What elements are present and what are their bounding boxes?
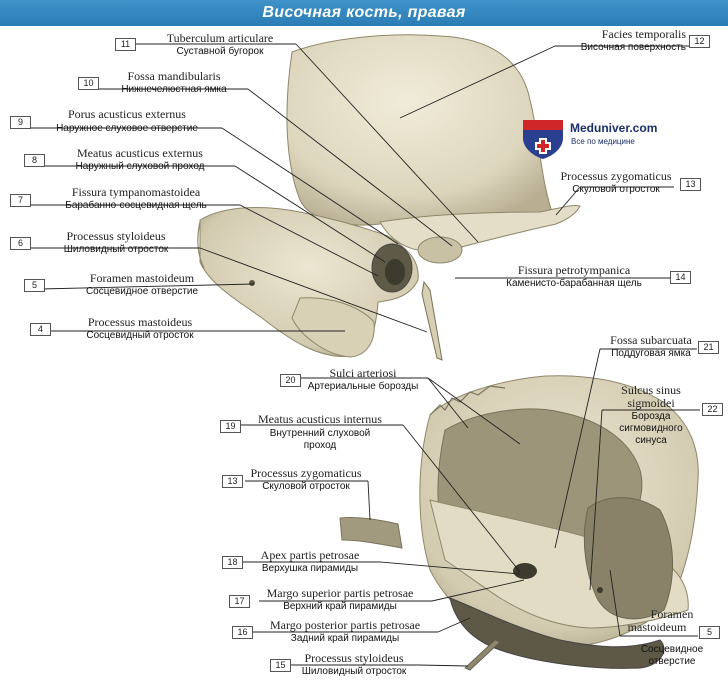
label-13-latin: Processus zygomaticus [560,169,672,183]
mastoid-process-tip [291,297,375,358]
label-4-russian: Сосцевидный отросток [86,330,194,341]
styloid-process-upper [421,280,443,361]
label-15-latin: Processus styloideus [304,651,404,665]
temporal-bone-lateral-view [197,34,581,361]
label-15-russian: Шиловидный отросток [301,666,407,677]
label-17-russian: Верхний край пирамиды [283,601,397,612]
label-13-russian: Скуловой отросток [572,184,660,195]
label-19-latin: Meatus acusticus internus [258,412,382,426]
label-12-latin: Facies temporalis [601,27,686,41]
label-5-latin: Foramen mastoideum [89,271,195,285]
label-5-number: 5 [24,279,45,292]
label-7-russian: Барабанно-сосцевидная щель [65,200,207,211]
label-8-russian: Наружный слуховой проход [75,161,205,172]
label-4-latin: Processus mastoideus [87,315,193,329]
label-11-russian: Суставной бугорок [176,46,264,57]
label-12-number: 12 [689,35,710,48]
sigmoid-sulcus [583,497,674,620]
page-title: Височная кость, правая [262,4,466,21]
label-21-russian: Поддуговая ямка [611,348,691,359]
label-5b-latin-line1: Foramen [650,607,694,621]
label-8-number: 8 [24,154,45,167]
label-19-russian-line2: проход [303,440,337,451]
label-5b-russian-line2: отверстие [648,656,696,667]
label-17-latin: Margo superior partis petrosae [266,586,414,600]
styloid-process-lower [464,639,501,671]
zygomatic-process-lower [339,517,403,549]
label-13-number: 13 [680,178,701,191]
internal-acoustic-meatus [513,563,537,579]
mastoid-foramen-lower [597,587,603,593]
label-15-number: 15 [270,659,291,672]
label-22-russian-line2: сигмовидного [619,423,683,434]
label-11-number: 11 [115,38,136,51]
label-18-russian: Верхушка пирамиды [261,563,359,574]
label-10-russian: Нижнечелюстная ямка [121,84,227,95]
label-14-number: 14 [670,271,691,284]
label-20-russian: Артериальные борозды [307,381,419,392]
label-22-latin-line2: sigmoidei [627,396,675,410]
label-13b-number: 13 [222,475,243,488]
title-bar [0,0,728,26]
label-6-latin: Processus styloideus [66,229,166,243]
label-7-latin: Fissura tympanomastoidea [71,185,201,199]
label-20-number: 20 [280,374,301,387]
label-9-number: 9 [10,116,31,129]
label-17-number: 17 [229,595,250,608]
label-19-number: 19 [220,420,241,433]
temporal-bone-medial-view [339,375,699,671]
label-5b-latin-line2: mastoideum [627,620,687,634]
label-10-number: 10 [78,77,99,90]
logo-name: Meduniver.com [570,121,658,135]
logo-tagline: Все по медицине [571,137,635,146]
label-18-number: 18 [222,556,243,569]
label-10-latin: Fossa mandibularis [127,69,221,83]
mastoid-foramen-upper [249,280,255,286]
label-18-latin: Apex partis petrosae [260,548,360,562]
label-21-latin: Fossa subarcuata [610,333,692,347]
label-13b-russian: Скуловой отросток [262,481,350,492]
label-13b-latin: Processus zygomaticus [250,466,362,480]
label-7-number: 7 [10,194,31,207]
label-16-russian: Задний край пирамиды [290,633,400,644]
label-5b-russian-line1: Сосцевидное [640,644,704,655]
label-22-russian-line3: синуса [635,435,667,446]
label-22-number: 22 [702,403,723,416]
label-4-number: 4 [30,323,51,336]
label-16-number: 16 [232,626,253,639]
label-14-latin: Fissura petrotympanica [517,263,631,277]
label-16-latin: Margo posterior partis petrosae [269,618,421,632]
label-22-latin-line1: Sulcus sinus [621,383,681,397]
label-9-latin: Porus acusticus externus [68,107,186,121]
label-12-russian: Височная поверхность [580,42,686,53]
label-21-number: 21 [698,341,719,354]
inferior-surface [449,597,665,669]
label-14-russian: Каменисто-барабанная щель [506,278,642,289]
label-5b-number: 5 [699,626,720,639]
label-20-latin: Sulci arteriosi [329,366,397,380]
label-6-number: 6 [10,237,31,250]
label-19-russian-line1: Внутренний слуховой [269,428,371,439]
label-9-russian: Наружное слуховое отверстие [56,123,198,134]
leader-lines [31,43,700,667]
mandibular-fossa [417,236,463,264]
meduniver-logo [523,120,563,159]
label-11-latin: Tuberculum articulare [166,31,274,45]
label-22-russian-line1: Борозда [631,411,671,422]
label-6-russian: Шиловидный отросток [63,244,169,255]
label-5-russian: Сосцевидное отверстие [85,286,199,297]
label-8-latin: Meatus acusticus externus [77,146,203,160]
